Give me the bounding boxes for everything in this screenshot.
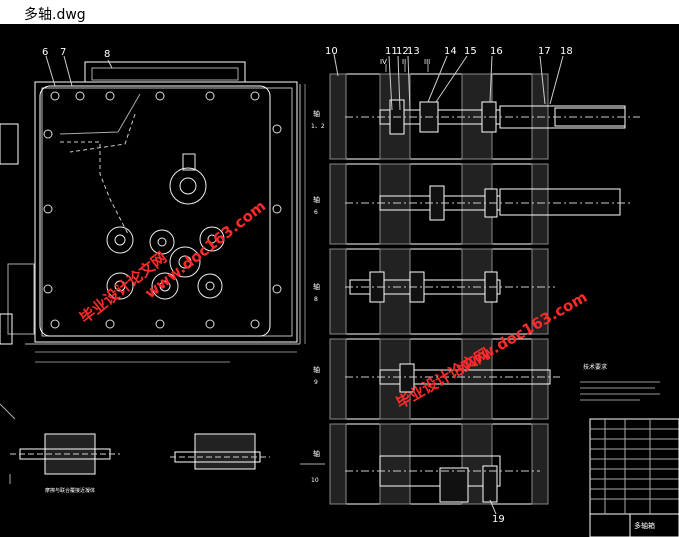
roman-label-ii: II xyxy=(402,58,406,66)
part-number-8: 8 xyxy=(104,49,110,60)
shaft-sections xyxy=(329,53,640,515)
detail-view-left xyxy=(9,433,120,484)
title-block xyxy=(589,418,679,537)
part-number-7: 7 xyxy=(60,47,66,58)
part-number-16: 16 xyxy=(490,46,503,57)
shaft-label-10-a: 轴 xyxy=(313,449,320,458)
cad-drawing-canvas[interactable]: 6 7 8 xyxy=(0,24,679,537)
detail-view-right xyxy=(170,433,270,470)
left-leaders xyxy=(45,55,113,87)
part-number-14: 14 xyxy=(444,46,457,57)
shaft-label-1-2-a: 轴 xyxy=(313,109,320,118)
shaft-label-9-b: 9 xyxy=(314,379,318,386)
window-titlebar: 多轴.dwg xyxy=(0,0,679,25)
part-number-17: 17 xyxy=(538,46,551,57)
section-caption: 摩擦与联合覆接近凝体 xyxy=(45,487,95,494)
part-number-18: 18 xyxy=(560,46,573,57)
shaft-label-8-a: 轴 xyxy=(313,282,320,291)
title-block-name: 多轴箱 xyxy=(634,521,655,530)
roman-label-iv: IV xyxy=(380,58,387,66)
watermark-url-1: www.doc163.com xyxy=(141,197,269,302)
shaft-label-9-a: 轴 xyxy=(313,365,320,374)
shaft-label-8-b: 8 xyxy=(314,296,318,303)
tech-requirements-lines xyxy=(580,381,660,401)
shaft-label-6-b: 6 xyxy=(314,209,318,216)
tech-requirements-title: 技术要求 xyxy=(583,363,607,371)
shaft-label-1-2-b: 1、2 xyxy=(311,123,325,130)
shaft-label-6-a: 轴 xyxy=(313,195,320,204)
part-number-19: 19 xyxy=(492,514,505,525)
cad-drawing: 6 7 8 xyxy=(0,46,679,537)
roman-label-iii: III xyxy=(424,58,430,66)
part-number-15: 15 xyxy=(464,46,477,57)
part-number-11: 11 xyxy=(385,46,398,57)
window-title: 多轴.dwg xyxy=(24,7,86,23)
part-number-10: 10 xyxy=(325,46,338,57)
gearbox-front-view xyxy=(0,61,306,363)
shaft-label-10-b: 10 xyxy=(311,477,319,484)
part-number-6: 6 xyxy=(42,47,48,58)
part-number-12: 12 xyxy=(396,46,409,57)
part-number-13: 13 xyxy=(407,46,420,57)
